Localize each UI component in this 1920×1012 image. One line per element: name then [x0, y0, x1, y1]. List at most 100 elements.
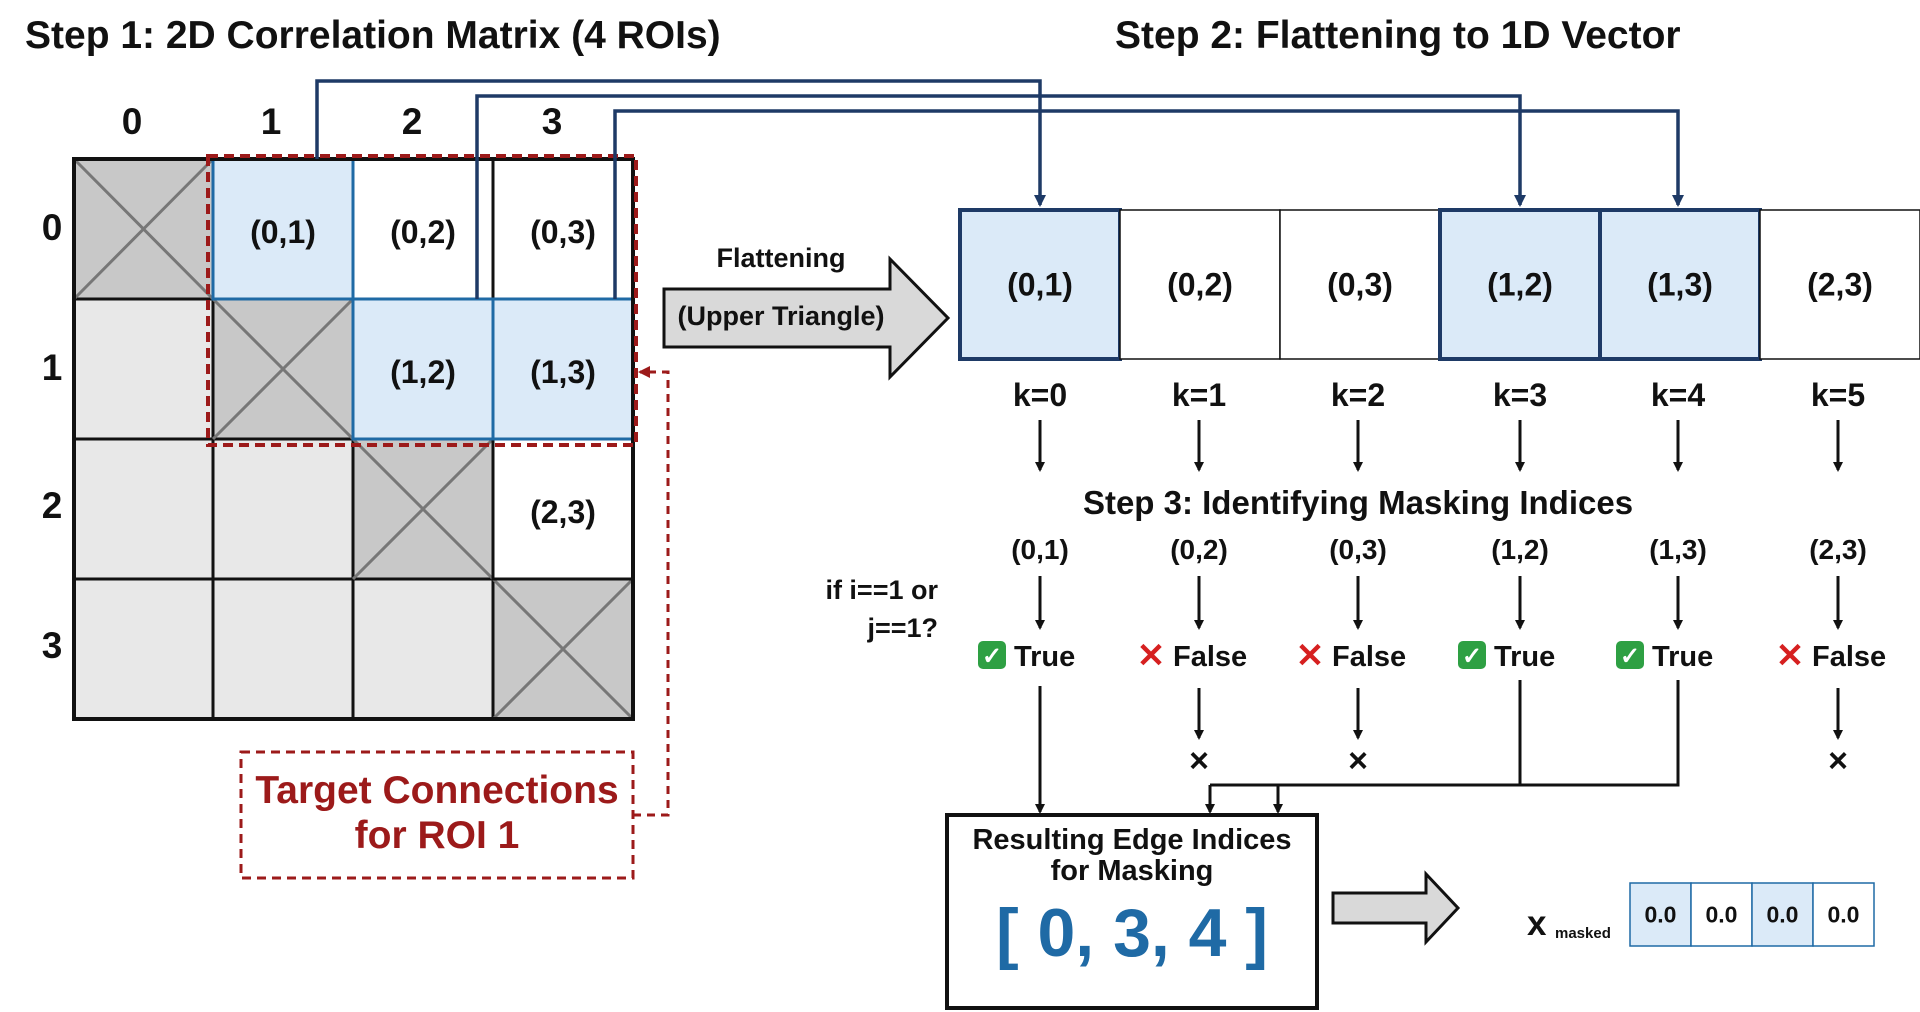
x-masked-vector: 0.0 0.0 0.0 0.0	[1629, 882, 1875, 947]
col-header-1: 1	[261, 101, 282, 142]
matrix-cell-3-0	[72, 577, 215, 721]
true-check-icon	[978, 641, 1006, 669]
eval-result-0: True	[1014, 641, 1075, 673]
pair-label-5: (2,3)	[1809, 534, 1867, 565]
row-header-2: 2	[42, 485, 63, 526]
vector-cell-label-k5: (2,3)	[1807, 267, 1873, 303]
pair-label-1: (0,2)	[1170, 534, 1228, 565]
matrix-cell-0-1	[211, 157, 355, 301]
result-box-line1: Resulting Edge Indices	[972, 824, 1291, 856]
correlation-matrix: (0,1) (0,2) (0,3) (1,2) (1,3) (2,3)	[72, 157, 635, 721]
matrix-cell-1-3	[491, 297, 635, 441]
matrix-row-headers: 0 1 2 3	[42, 207, 63, 666]
vector-cell-label-k0: (0,1)	[1007, 267, 1073, 303]
step2-title: Step 2: Flattening to 1D Vector	[1115, 14, 1681, 57]
k-index-3: k=3	[1493, 377, 1547, 413]
vector-cell-k5	[1759, 209, 1920, 360]
target-callout-connector	[633, 366, 670, 817]
result-collectors	[1035, 680, 1680, 814]
reject-x-icon: ×	[1828, 742, 1848, 780]
diagonal-cell-0	[72, 157, 215, 301]
matrix-cell-2-1	[211, 437, 355, 581]
k-index-5: k=5	[1811, 377, 1865, 413]
matrix-cell-label-0-1: (0,1)	[250, 214, 316, 250]
eval-result-2: False	[1332, 641, 1406, 673]
step3-title: Step 3: Identifying Masking Indices	[1083, 484, 1633, 521]
diagonal-cell-3	[491, 577, 635, 721]
true-check-glyph: ✓	[982, 643, 1002, 670]
pair-label-0: (0,1)	[1011, 534, 1069, 565]
reject-x-icon: ×	[1189, 742, 1209, 780]
matrix-cell-1-2	[351, 297, 495, 441]
result-box-line2: for Masking	[1051, 855, 1214, 887]
flatten-label-line2: (Upper Triangle)	[677, 301, 884, 331]
matrix-cell-3-2	[351, 577, 495, 721]
true-check-icon	[1458, 641, 1486, 669]
output-arrow	[1331, 870, 1461, 946]
x-masked-value-3: 0.0	[1828, 902, 1860, 928]
pair-label-3: (1,2)	[1491, 534, 1549, 565]
matrix-cell-3-1	[211, 577, 355, 721]
target-connections-box	[239, 750, 635, 880]
matrix-cell-label-1-3: (1,3)	[530, 354, 596, 390]
col-header-0: 0	[122, 101, 143, 142]
k-index-2: k=2	[1331, 377, 1385, 413]
pair-label-4: (1,3)	[1649, 534, 1707, 565]
connector-1-2-to-k3	[475, 94, 1526, 299]
x-masked-value-0: 0.0	[1645, 902, 1677, 928]
eval-result-4: True	[1652, 641, 1713, 673]
vector-cell-k1	[1119, 209, 1281, 360]
false-cross-icon: ✕	[1776, 637, 1805, 675]
x-masked-value-1: 0.0	[1706, 902, 1738, 928]
x-masked-cell-3	[1812, 882, 1875, 947]
condition-line2: j==1?	[866, 613, 938, 643]
matrix-column-headers: 0 1 2 3	[122, 101, 563, 142]
col-header-2: 2	[402, 101, 423, 142]
x-masked-symbol: x	[1527, 904, 1547, 943]
collector-k3-k4	[1210, 680, 1680, 787]
matrix-border	[72, 157, 635, 721]
false-cross-icon: ✕	[1296, 637, 1325, 675]
mask-evaluation: k=0(0,1)✓Truek=1(0,2)✕False×k=2(0,3)✕Fal…	[978, 377, 1886, 780]
diagonal-cell-2	[351, 437, 495, 581]
x-masked-subscript: masked	[1555, 925, 1611, 942]
vector-cell-label-k3: (1,2)	[1487, 267, 1553, 303]
flatten-arrow-shape	[662, 255, 951, 381]
vector-cell-k4	[1598, 208, 1762, 361]
k-index-4: k=4	[1651, 377, 1705, 413]
target-region-outline	[206, 154, 638, 447]
row-header-1: 1	[42, 347, 63, 388]
false-cross-icon: ✕	[1137, 637, 1166, 675]
true-check-icon	[1616, 641, 1644, 669]
connector-1-3-to-k4	[613, 109, 1684, 299]
connector-0-1-to-k0	[315, 79, 1046, 207]
true-check-glyph: ✓	[1462, 643, 1482, 670]
eval-result-3: True	[1494, 641, 1555, 673]
row-header-3: 3	[42, 625, 63, 666]
flatten-label-line1: Flattening	[717, 243, 846, 273]
x-masked-value-2: 0.0	[1767, 902, 1799, 928]
matrix-cell-label-2-3: (2,3)	[530, 494, 596, 530]
x-masked: x masked 0.0 0.0 0.0 0.0	[1527, 882, 1875, 947]
vector-cell-k0	[958, 208, 1122, 361]
vector-cell-k2	[1279, 209, 1441, 360]
matrix-cell-0-3	[491, 157, 635, 301]
pair-label-2: (0,3)	[1329, 534, 1387, 565]
result-indices: [ 0, 3, 4 ]	[996, 895, 1268, 971]
matrix-cell-2-0	[72, 437, 215, 581]
flatten-arrow: Flattening (Upper Triangle)	[662, 243, 951, 381]
flattened-vector: (0,1)(0,2)(0,3)(1,2)(1,3)(2,3)	[958, 208, 1920, 361]
vector-cell-label-k1: (0,2)	[1167, 267, 1233, 303]
col-header-3: 3	[542, 101, 563, 142]
matrix-cell-label-1-2: (1,2)	[390, 354, 456, 390]
target-connections-line2: for ROI 1	[355, 814, 520, 857]
target-connections-line1: Target Connections	[255, 769, 618, 812]
eval-result-1: False	[1173, 641, 1247, 673]
matrix-cell-label-0-3: (0,3)	[530, 214, 596, 250]
vector-cell-k3	[1438, 208, 1602, 361]
k-index-0: k=0	[1013, 377, 1067, 413]
eval-result-5: False	[1812, 641, 1886, 673]
diagonal-cell-1	[211, 297, 355, 441]
vector-cell-label-k4: (1,3)	[1647, 267, 1713, 303]
